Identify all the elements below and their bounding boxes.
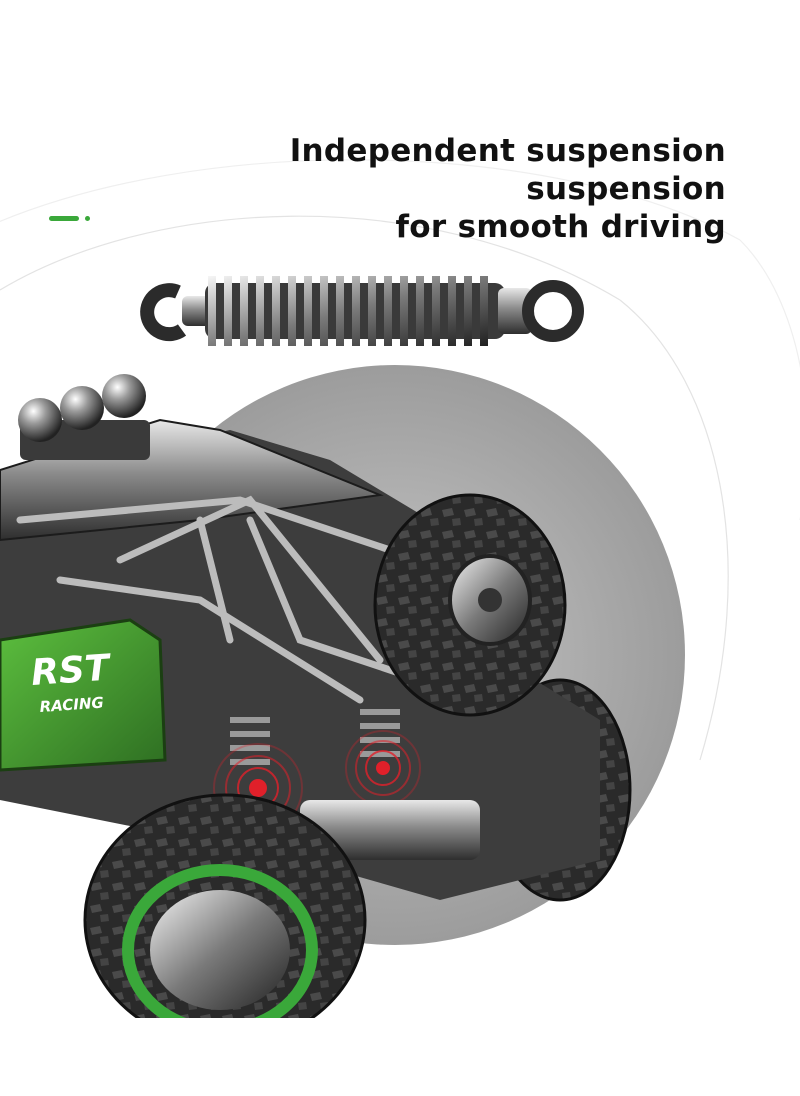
- headline-line-2: for smooth driving: [395, 209, 726, 245]
- headline: Independent suspension suspension for sm…: [86, 132, 726, 246]
- decal-brand: RST: [30, 647, 113, 694]
- bottom-margin: [0, 1018, 800, 1096]
- roof-lights: [18, 374, 150, 460]
- decal-sub: RACING: [39, 694, 104, 716]
- decorative-arcs: [0, 159, 800, 761]
- accent-bar: [49, 216, 79, 221]
- rc-car: [0, 374, 632, 1047]
- front-wheel: [83, 793, 367, 1047]
- accent-dot: [85, 216, 90, 221]
- headline-line-1: Independent suspension suspension: [289, 133, 726, 207]
- raised-wheel: [373, 493, 567, 717]
- accent-mark: [49, 216, 93, 222]
- suspension-hotspots: [213, 730, 421, 833]
- shock-absorber: [140, 276, 584, 346]
